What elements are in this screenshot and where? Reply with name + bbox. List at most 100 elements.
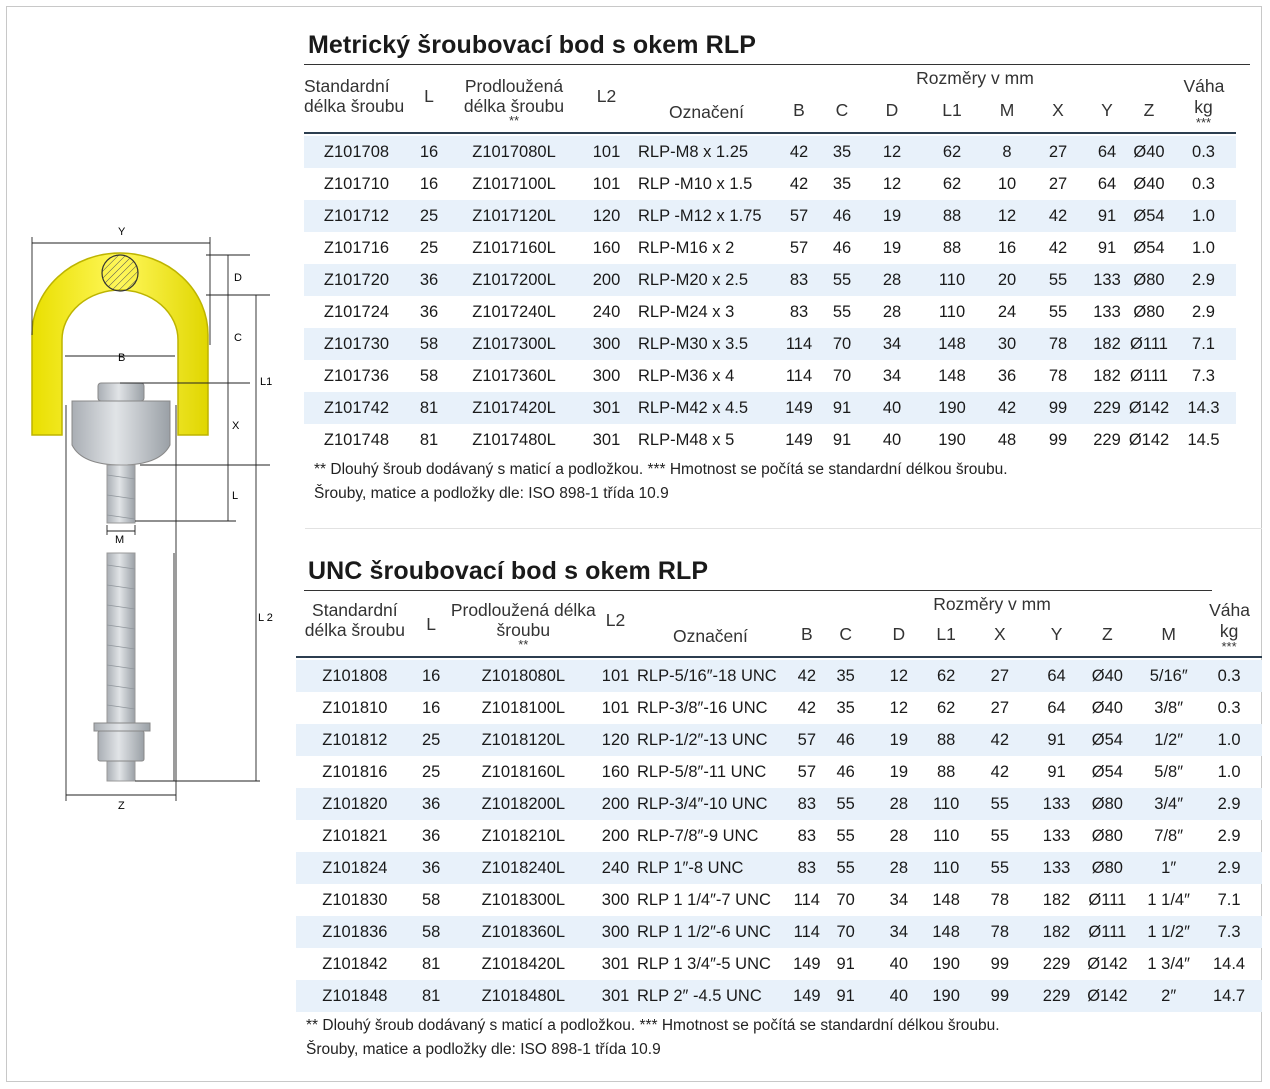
table-cell: Ø40 bbox=[1127, 136, 1171, 168]
table-cell: 81 bbox=[413, 980, 449, 1012]
table-cell: 35 bbox=[836, 698, 855, 717]
table-cell: Z1018210L bbox=[481, 826, 566, 845]
table-cell: 99 bbox=[1048, 430, 1068, 449]
metric-note-2: Šrouby, matice a podložky dle: ISO 898-1… bbox=[314, 485, 669, 502]
table-cell: 2.9 bbox=[1217, 826, 1241, 845]
table-cell: 28 bbox=[865, 264, 919, 296]
table-cell: 3/4″ bbox=[1141, 788, 1197, 820]
table-cell: 35 bbox=[819, 136, 865, 168]
table-cell: 7.1 bbox=[1171, 328, 1236, 360]
table-cell: 91 bbox=[1097, 238, 1117, 257]
table-cell: 120 bbox=[579, 200, 634, 232]
table-cell: RLP 1 1/2″-6 UNC bbox=[633, 916, 788, 948]
table-cell: 2.9 bbox=[1196, 852, 1262, 884]
table-cell: Ø80 bbox=[1133, 302, 1165, 321]
table-cell: 57 bbox=[787, 724, 826, 756]
table-cell: 2.9 bbox=[1171, 264, 1236, 296]
table-cell: 7.3 bbox=[1196, 916, 1262, 948]
table-cell: 35 bbox=[825, 660, 866, 692]
table-cell: Z101848 bbox=[296, 980, 414, 1012]
table-cell: 12 bbox=[865, 660, 933, 692]
table-cell: 240 bbox=[592, 302, 621, 321]
unc-hdr-l: L bbox=[426, 614, 436, 634]
table-cell: 114 bbox=[793, 890, 820, 909]
table-cell: 28 bbox=[865, 852, 933, 884]
table-cell: 58 bbox=[409, 328, 449, 360]
hdr-y: Y bbox=[1101, 100, 1113, 120]
table-cell: Z101824 bbox=[296, 852, 414, 884]
table-cell: Ø111 bbox=[1088, 890, 1127, 909]
table-cell: RLP-M8 x 1.25 bbox=[634, 136, 779, 168]
table-cell: 2″ bbox=[1141, 980, 1197, 1012]
table-cell: 182 bbox=[1093, 366, 1121, 385]
unc-hdr-l2: L2 bbox=[605, 610, 626, 630]
unc-note-1: ** Dlouhý šroub dodávaný s maticí a podl… bbox=[306, 1017, 1000, 1034]
table-cell: 42 bbox=[789, 174, 809, 193]
table-cell: 148 bbox=[932, 916, 961, 948]
table-cell: 16 bbox=[997, 238, 1017, 257]
table-cell: 83 bbox=[789, 302, 809, 321]
table-cell: RLP-3/8″-16 UNC bbox=[637, 698, 768, 717]
table-cell: 57 bbox=[789, 238, 809, 257]
table-cell: 40 bbox=[865, 980, 933, 1012]
table-cell: 40 bbox=[882, 430, 902, 449]
table-cell: 110 bbox=[938, 302, 966, 321]
table-cell: RLP 1 3/4″-5 UNC bbox=[637, 954, 771, 973]
unc-hdr-c: C bbox=[839, 624, 852, 644]
table-cell: 58 bbox=[421, 890, 441, 909]
table-cell: 16 bbox=[413, 660, 449, 692]
table-cell: 55 bbox=[836, 826, 855, 845]
table-cell: 1 1/4″ bbox=[1147, 890, 1190, 909]
table-cell: 64 bbox=[1087, 136, 1127, 168]
table-cell: 30 bbox=[985, 328, 1029, 360]
dim-label-d: D bbox=[234, 272, 242, 284]
metric-table: Standardní délka šroubu L Prodloužená dé… bbox=[304, 65, 1236, 456]
table-cell: 160 bbox=[592, 238, 621, 257]
table-cell: 42 bbox=[985, 392, 1029, 424]
table-cell: RLP -M12 x 1.75 bbox=[634, 200, 779, 232]
table-cell: RLP-1/2″-13 UNC bbox=[633, 724, 788, 756]
unc-section: UNC šroubovací bod s okem RLP Standardní… bbox=[296, 552, 1262, 1062]
table-cell: 19 bbox=[865, 724, 933, 756]
metric-title-rule bbox=[304, 64, 1250, 65]
table-cell: Z101708 bbox=[304, 136, 409, 168]
table-cell: 133 bbox=[1087, 264, 1127, 296]
table-cell: 78 bbox=[960, 916, 1040, 948]
table-cell: 78 bbox=[990, 890, 1010, 909]
table-cell: Z1017080L bbox=[449, 136, 579, 168]
table-cell: 14.7 bbox=[1196, 980, 1262, 1012]
table-cell: RLP 1 1/4″-7 UNC bbox=[637, 890, 771, 909]
dim-label-l2: L 2 bbox=[258, 612, 273, 624]
hdr-m: M bbox=[999, 100, 1015, 120]
table-cell: Z1018300L bbox=[481, 890, 566, 909]
table-cell: 110 bbox=[919, 264, 985, 296]
table-cell: 99 bbox=[990, 954, 1010, 973]
table-cell: 182 bbox=[1087, 328, 1127, 360]
unc-title-rule bbox=[304, 590, 1212, 591]
table-cell: 55 bbox=[832, 302, 852, 321]
table-cell: 99 bbox=[960, 980, 1040, 1012]
table-cell: 133 bbox=[1039, 788, 1074, 820]
metric-notes: ** Dlouhý šroub dodávaný s maticí a podl… bbox=[314, 458, 1262, 506]
swivel-body bbox=[71, 400, 171, 466]
table-cell: 1″ bbox=[1141, 852, 1197, 884]
unc-hdr-d: D bbox=[892, 624, 906, 644]
table-cell: 42 bbox=[1029, 200, 1087, 232]
table-cell: Ø54 bbox=[1091, 762, 1123, 781]
table-cell: 34 bbox=[882, 366, 902, 385]
table-cell: 300 bbox=[601, 890, 630, 909]
table-cell: 83 bbox=[797, 826, 817, 845]
table-cell: Z1017300L bbox=[449, 328, 579, 360]
table-cell: 64 bbox=[1047, 698, 1066, 717]
bolt-short bbox=[106, 464, 136, 524]
swivel-hex-top bbox=[97, 382, 145, 402]
table-cell: 12 bbox=[889, 698, 909, 717]
table-cell: 182 bbox=[1039, 916, 1074, 948]
table-cell: 27 bbox=[960, 660, 1040, 692]
table-cell: Z1017100L bbox=[472, 174, 556, 193]
section-divider bbox=[305, 528, 1262, 529]
dim-label-y: Y bbox=[118, 226, 126, 238]
